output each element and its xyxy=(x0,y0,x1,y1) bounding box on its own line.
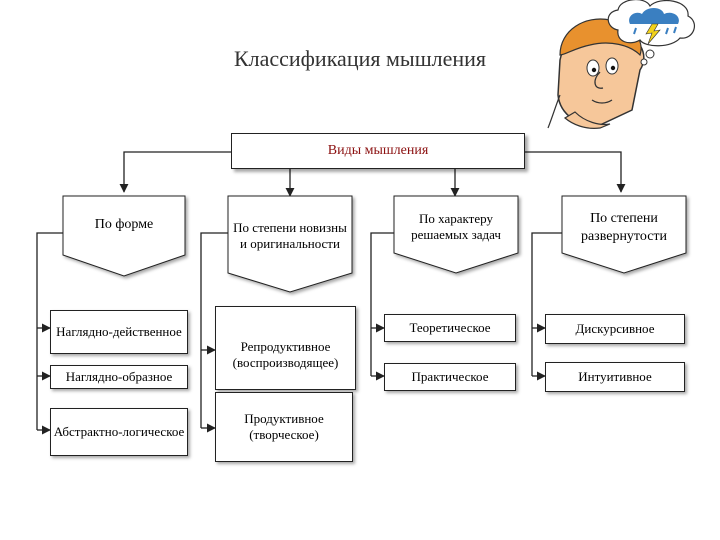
category-shape-novelty xyxy=(227,195,353,293)
arrow-to-expansion xyxy=(525,151,626,193)
bracket-form xyxy=(36,232,63,435)
category-shape-expansion xyxy=(561,195,687,274)
item-visual-figurative: Наглядно-образное xyxy=(50,365,188,389)
category-tasks: По характеру решаемых задач xyxy=(411,211,501,242)
item-practical: Практическое xyxy=(384,363,516,391)
arrow-to-form xyxy=(119,151,231,193)
item-reproductive: Репродуктивное (воспроизводящее) xyxy=(215,306,356,390)
storm-cloud-icon xyxy=(607,0,696,47)
root-node: Виды мышления xyxy=(231,133,525,169)
category-novelty: По степени новизны и оригинальности xyxy=(233,220,347,251)
category-shape-form xyxy=(62,195,186,277)
bracket-tasks xyxy=(370,232,394,381)
root-connectors xyxy=(119,151,626,197)
item-visual-action: Наглядно-действенное xyxy=(50,310,188,354)
bracket-expansion xyxy=(531,232,562,381)
item-discursive: Дискурсивное xyxy=(545,314,685,344)
page-title: Классификация мышления xyxy=(233,46,487,71)
item-abstract-logical: Абстрактно-логическое xyxy=(50,408,188,456)
category-expansion: По степени развернутости xyxy=(580,211,668,244)
item-intuitive: Интуитивное xyxy=(545,362,685,392)
category-form: По форме xyxy=(94,217,154,232)
thinking-man-illustration xyxy=(547,18,655,129)
item-theoretical: Теоретическое xyxy=(384,314,516,342)
bracket-novelty xyxy=(200,232,228,433)
item-productive: Продуктивное (творческое) xyxy=(215,392,353,462)
category-shape-tasks xyxy=(393,195,519,274)
